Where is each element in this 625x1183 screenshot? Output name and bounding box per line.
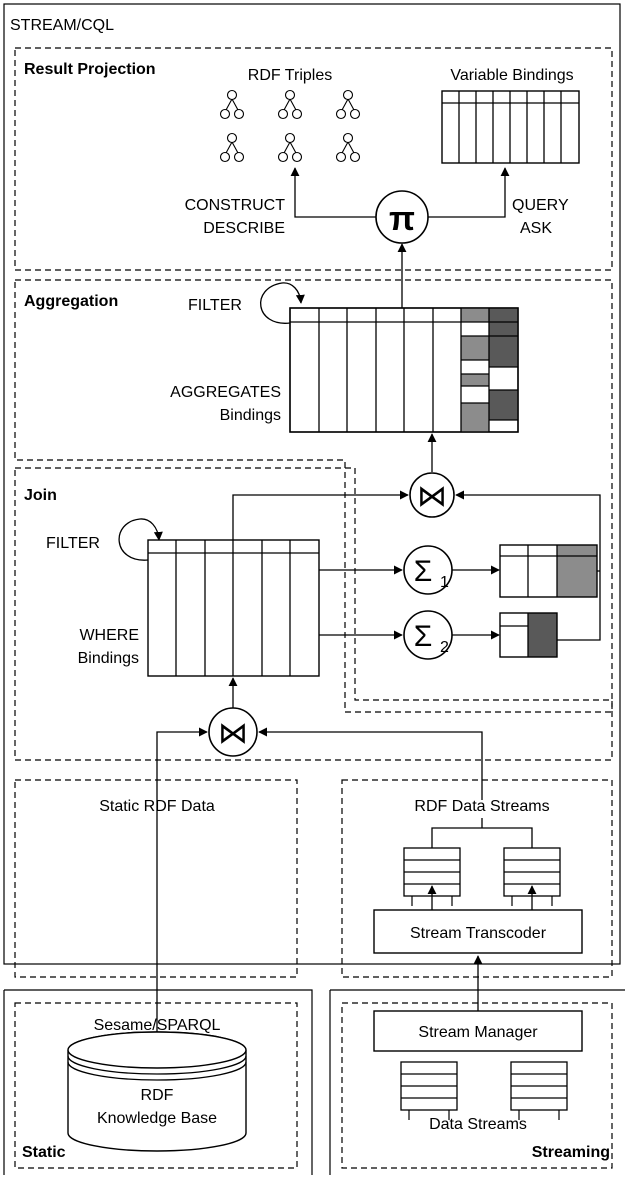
result-join-symbol: ⋈: [417, 480, 447, 513]
knowledge-base-rdf-label: RDF: [141, 1087, 174, 1104]
variable-bindings-table: [441, 90, 580, 164]
rdf-triple-icon: [277, 132, 303, 163]
rdf-triple-icons: [219, 89, 361, 163]
aggregation-filter-label: FILTER: [188, 297, 242, 314]
static-data-to-join-arrow: [156, 727, 208, 1045]
stream-transcoder-box: [373, 909, 583, 954]
describe-label: DESCRIBE: [203, 220, 285, 237]
join-filter-label: FILTER: [46, 535, 100, 552]
aggregates-label: AGGREGATES: [170, 384, 281, 401]
query-label: QUERY: [512, 197, 569, 214]
where-bindings-label: Bindings: [78, 650, 139, 667]
streaming-title: Streaming: [532, 1144, 610, 1161]
stream-manager-label: Stream Manager: [418, 1024, 538, 1041]
variable-bindings-label: Variable Bindings: [450, 67, 573, 84]
sigma1-subscript: 1: [440, 574, 449, 591]
rdf-triples-label: RDF Triples: [248, 67, 332, 84]
static-section: [14, 1002, 298, 1169]
aggregation-bindings-label: Bindings: [220, 407, 281, 424]
sigma1-symbol: Σ: [414, 555, 433, 588]
sigma2-symbol: Σ: [414, 620, 433, 653]
rdf-data-streams-section: [341, 779, 613, 978]
rdf-triple-icon: [335, 89, 361, 120]
ask-label: ASK: [520, 220, 552, 237]
aggregates-bindings-table: [289, 307, 519, 433]
aggregation-title: Aggregation: [24, 293, 118, 310]
data-join-symbol: ⋈: [218, 717, 248, 750]
where-label: WHERE: [79, 627, 139, 644]
rdf-data-streams-label: RDF Data Streams: [414, 798, 549, 815]
join-section: [14, 467, 613, 761]
stream-cql-label: STREAM/CQL: [10, 17, 114, 34]
aggregation-filter-loop: [259, 282, 305, 324]
join-title: Join: [24, 487, 57, 504]
rdf-streams-fork: [431, 818, 533, 848]
static-outer-frame: [3, 989, 313, 1175]
sesame-sparql-label: Sesame/SPARQL: [94, 1017, 221, 1034]
stream-manager-box: [373, 1010, 583, 1052]
streaming-section: [341, 1002, 613, 1169]
static-rdf-data-section: [14, 779, 298, 978]
data-stream-queue-right: [510, 1061, 568, 1120]
sigma2-window-table: [499, 612, 558, 658]
rdf-triple-icon: [335, 132, 361, 163]
stream-cql-frame: [3, 3, 621, 965]
data-streams-label: Data Streams: [429, 1116, 527, 1133]
windows-to-result-join-arrow: [456, 495, 601, 641]
data-stream-queue-left: [400, 1061, 458, 1120]
projection-symbol: π: [389, 200, 415, 238]
projection-operator: [375, 190, 429, 244]
sigma1-window-table: [499, 544, 598, 598]
construct-label: CONSTRUCT: [185, 197, 286, 214]
knowledge-base-label: Knowledge Base: [97, 1110, 217, 1127]
sigma2-subscript: 2: [440, 639, 449, 656]
projection-to-triples-arrow: [290, 167, 376, 218]
result-projection-title: Result Projection: [24, 61, 156, 78]
rdf-triple-icon: [219, 132, 245, 163]
join-filter-loop: [118, 518, 163, 561]
rdf-triple-icon: [277, 89, 303, 120]
stream-transcoder-label: Stream Transcoder: [410, 925, 547, 942]
static-title: Static: [22, 1144, 66, 1161]
where-bindings-table: [147, 539, 320, 677]
streams-to-join-arrow: [258, 727, 483, 800]
knowledge-base-cylinder: [67, 1031, 247, 1152]
rdf-triple-icon: [219, 89, 245, 120]
where-to-result-join-arrow: [232, 490, 409, 540]
projection-to-bindings-arrow: [428, 167, 510, 218]
aggregation-section: [14, 279, 613, 713]
